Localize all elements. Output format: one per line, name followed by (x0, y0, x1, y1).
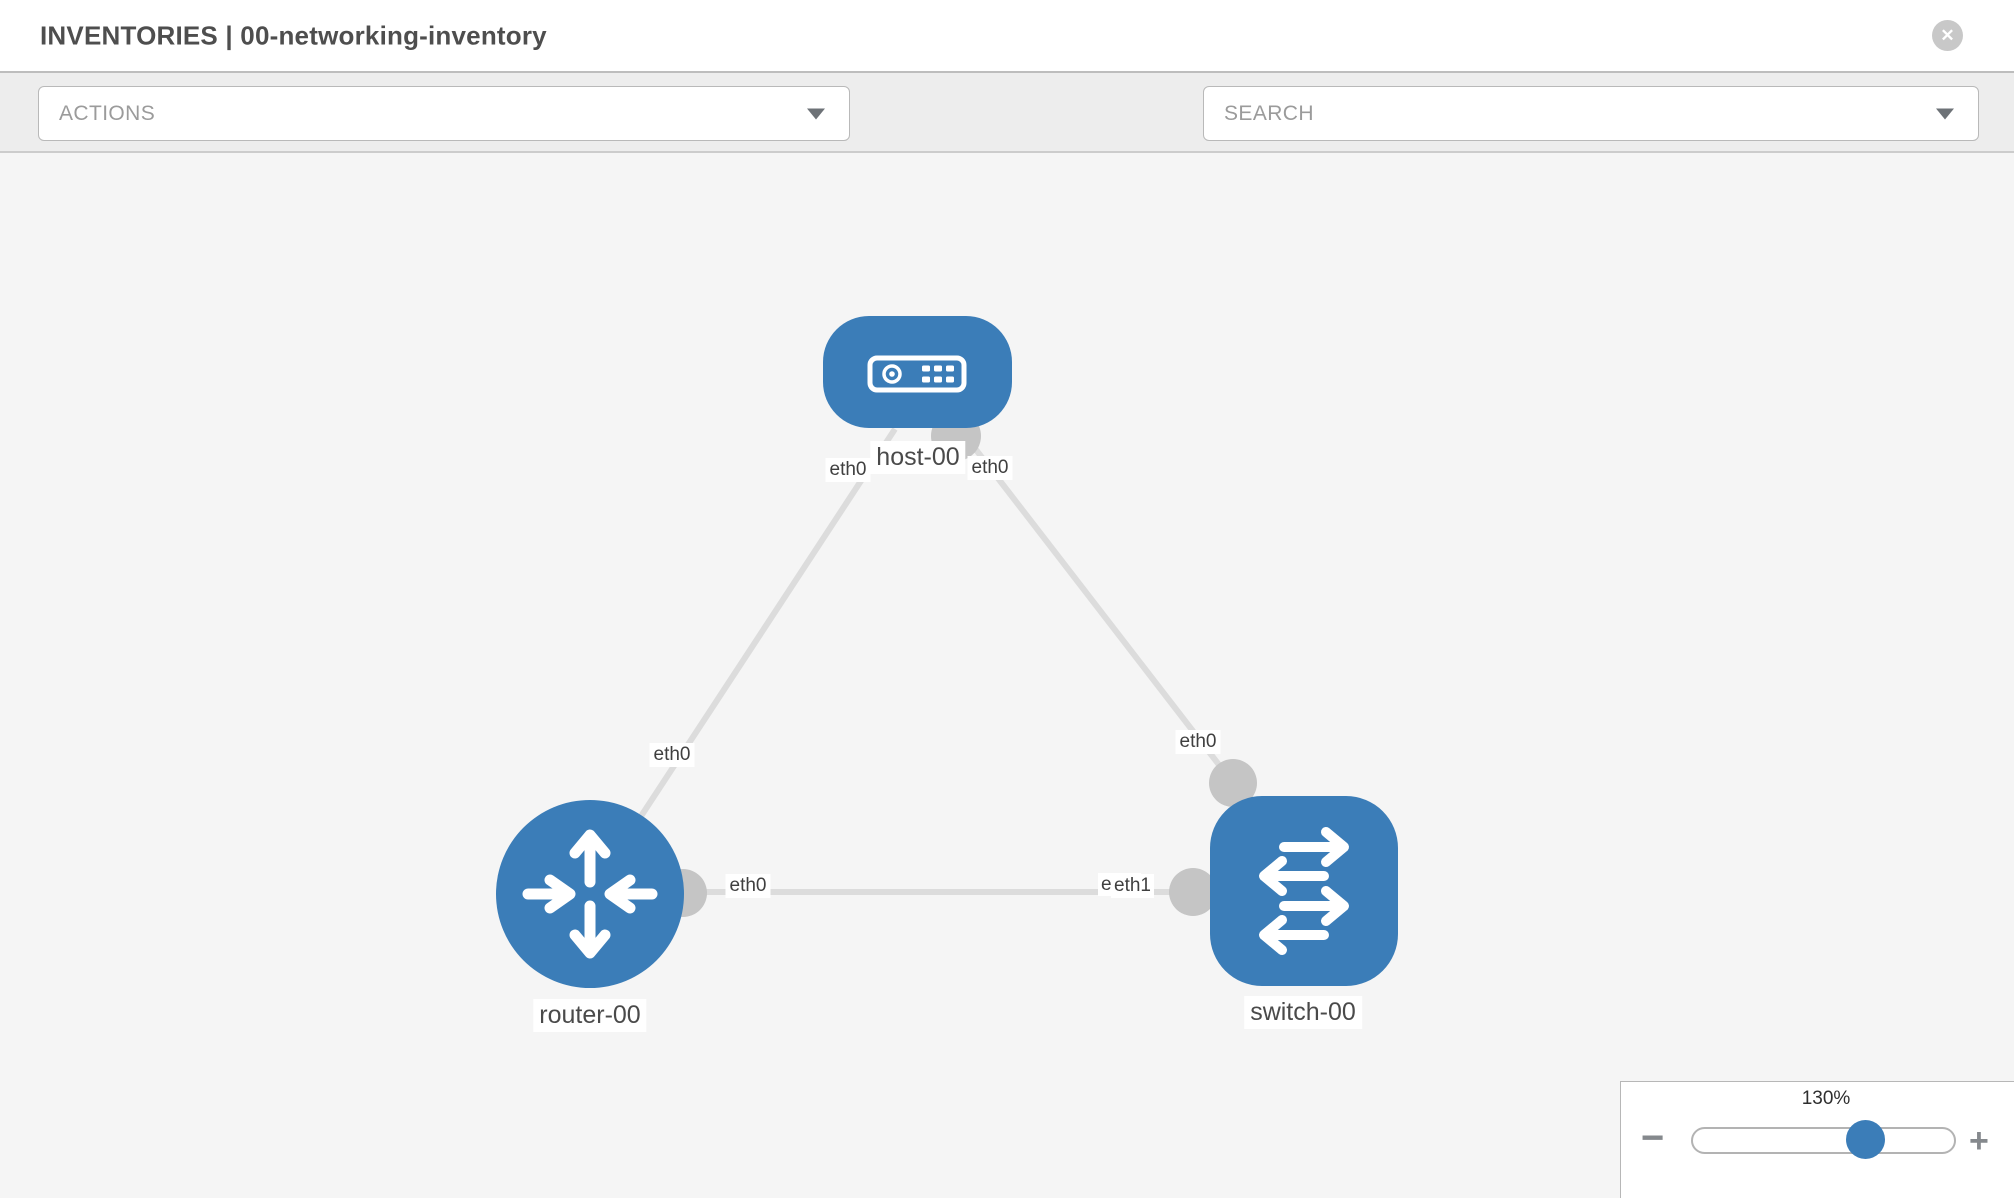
interface-label: eth0 (725, 874, 771, 898)
interface-label: eth0 (1175, 730, 1221, 754)
interface-label: eth0 (649, 743, 695, 767)
zoom-level: 130% (1801, 1088, 1851, 1109)
port-connector (1169, 868, 1217, 916)
link-host-switch[interactable] (957, 427, 1273, 833)
interface-label: eth0 (825, 458, 871, 482)
node-label-switch: switch-00 (1244, 996, 1362, 1029)
zoom-slider[interactable] (1691, 1120, 1956, 1159)
port-connector (1209, 759, 1257, 807)
router-icon (522, 829, 658, 959)
node-router-00[interactable] (496, 800, 684, 988)
node-host-00[interactable] (823, 316, 1012, 428)
search-dropdown-label: SEARCH (1224, 101, 1314, 125)
interface-label-pair: eth0 eth1 (1098, 873, 1154, 898)
chevron-down-icon (1936, 108, 1954, 119)
zoom-out-button[interactable]: − (1641, 1116, 1665, 1160)
node-label-host: host-00 (870, 441, 966, 474)
topology-canvas[interactable]: host-00 router-00 switch-00 eth0 eth0 et… (0, 153, 2014, 1198)
actions-dropdown[interactable]: ACTIONS (38, 86, 850, 141)
interface-label: eth1 (1111, 874, 1154, 898)
search-dropdown[interactable]: SEARCH (1203, 86, 1979, 141)
close-icon[interactable]: ✕ (1932, 20, 1963, 51)
zoom-in-button[interactable]: + (1969, 1122, 1989, 1160)
close-glyph: ✕ (1940, 25, 1955, 45)
zoom-slider-thumb[interactable] (1846, 1120, 1885, 1159)
actions-dropdown-label: ACTIONS (59, 101, 156, 125)
node-label-router: router-00 (533, 999, 647, 1032)
node-switch-00[interactable] (1210, 796, 1398, 986)
zoom-panel: 130% − + (1620, 1081, 2014, 1198)
chevron-down-icon (807, 108, 825, 119)
breadcrumb-header: INVENTORIES | 00-networking-inventory ✕ (0, 0, 2014, 71)
switch-icon (1259, 827, 1349, 955)
page-title: INVENTORIES | 00-networking-inventory (40, 20, 547, 50)
interface-label: eth0 (967, 456, 1013, 480)
host-icon (867, 355, 967, 393)
toolbar: ACTIONS SEARCH (0, 71, 2014, 206)
